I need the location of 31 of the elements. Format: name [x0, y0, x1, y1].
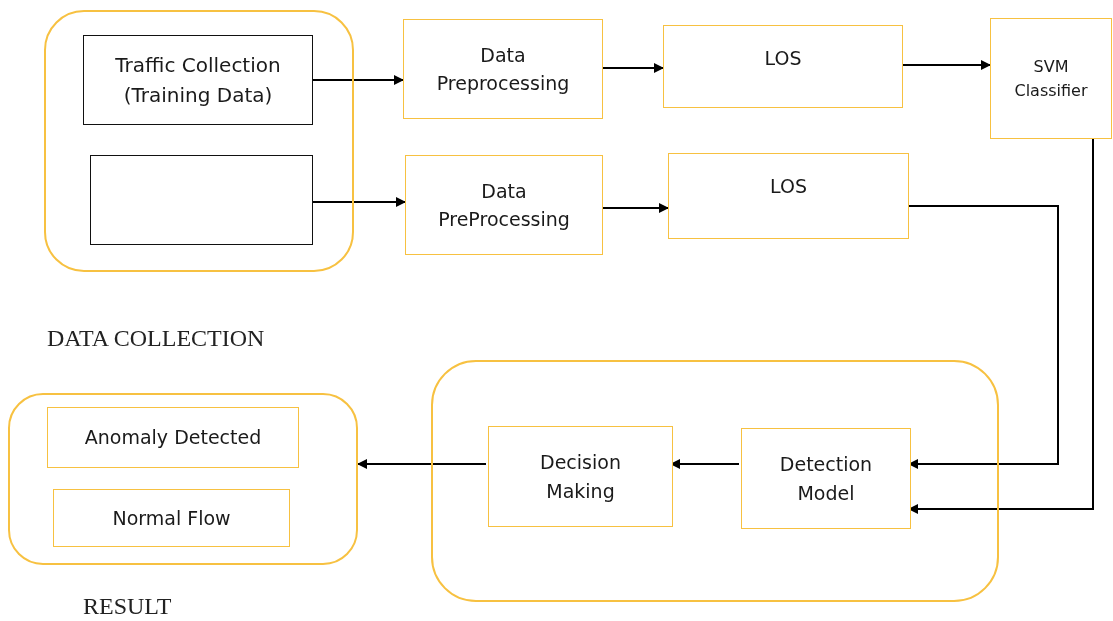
node-label: Data PreProcessing	[437, 178, 571, 232]
process-box	[990, 18, 1112, 139]
process-box	[53, 489, 290, 547]
node-label: Data Preprocessing	[435, 42, 571, 96]
process-box	[741, 428, 911, 529]
group-heading: DATA COLLECTION	[47, 325, 265, 352]
arrow	[908, 205, 1059, 469]
empty-box	[90, 155, 313, 245]
process-box	[47, 407, 299, 468]
node-label: Normal Flow	[111, 505, 232, 531]
node-label: Decision Making	[539, 450, 622, 504]
arrow	[602, 203, 669, 213]
arrow	[357, 459, 487, 469]
arrow	[902, 60, 991, 70]
node-label: Detection Model	[778, 452, 874, 506]
process-box	[83, 35, 313, 125]
node-label: Traffic Collection (Training Data)	[114, 52, 282, 109]
rounded-container	[431, 360, 999, 602]
node-label: LOS	[769, 174, 808, 199]
process-box	[663, 25, 903, 108]
arrow	[602, 63, 664, 73]
node-label: LOS	[763, 46, 803, 71]
process-box	[403, 19, 603, 119]
group-heading: RESULT	[83, 593, 172, 620]
process-box	[668, 153, 909, 239]
arrow	[312, 75, 404, 85]
node-label: Anomaly Detected	[83, 425, 263, 451]
process-box	[488, 426, 673, 527]
node-label: SVM Classifier	[1013, 55, 1089, 102]
arrow	[312, 197, 406, 207]
process-box	[405, 155, 603, 255]
